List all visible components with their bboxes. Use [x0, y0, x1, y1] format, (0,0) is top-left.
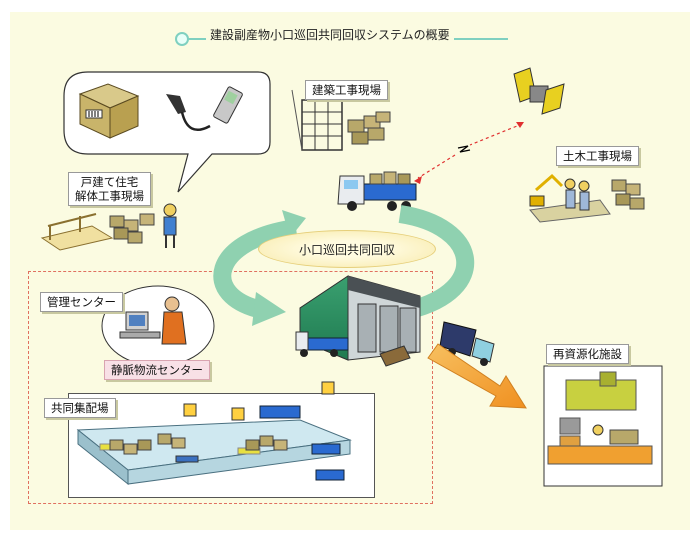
label-house-line2: 解体工事現場	[75, 189, 144, 203]
collection-loop-label: 小口巡回共同回収	[258, 230, 436, 268]
diagram-title: 建設副産物小口巡回共同回収システムの概要	[175, 26, 508, 50]
title-bullet-icon	[175, 32, 189, 46]
collection-loop-arrow	[213, 205, 474, 326]
management-center-scene	[101, 285, 215, 367]
waste-boxes-top	[347, 111, 391, 145]
label-building-site: 建築工事現場	[305, 80, 388, 100]
satellite-icon	[513, 67, 565, 115]
label-management-center: 管理センター	[40, 292, 123, 312]
title-text: 建設副産物小口巡回共同回収システムの概要	[206, 26, 454, 43]
label-house-demolition: 戸建て住宅 解体工事現場	[68, 172, 151, 206]
collection-loop-text: 小口巡回共同回収	[298, 243, 395, 257]
recycling-plant-icon	[543, 365, 663, 487]
label-collection-yard: 共同集配場	[44, 398, 116, 418]
label-civil-site: 土木工事現場	[556, 146, 639, 166]
house-demolition-icon	[40, 213, 155, 251]
communication-link	[414, 122, 524, 184]
mobile-phone-icon	[213, 86, 243, 124]
label-house-line1: 戸建て住宅	[80, 175, 139, 189]
truck-icon	[337, 171, 417, 211]
worker-icon	[163, 203, 177, 248]
recycling-output-arrow	[427, 343, 527, 409]
dump-truck-icon	[439, 321, 495, 366]
warehouse-truck-icon	[295, 331, 411, 367]
yard-scene	[76, 381, 352, 486]
label-logistics-center: 静脈物流センター	[104, 360, 210, 380]
package-icon	[78, 83, 140, 139]
civil-site-icon	[529, 173, 645, 223]
label-recycling-plant: 再資源化施設	[546, 344, 629, 364]
hose-icon	[166, 94, 211, 131]
construction-building-icon	[291, 89, 343, 151]
